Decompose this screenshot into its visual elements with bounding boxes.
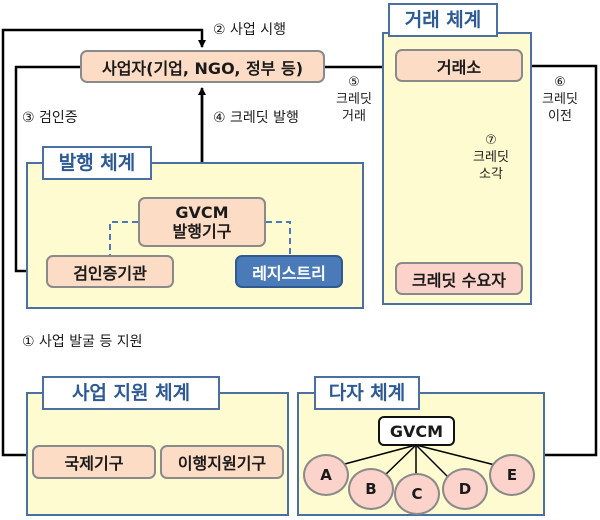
arrow-support-to-operator [1,28,206,457]
trading-system-title: 거래 체계 [388,3,498,37]
step-5-line1: 크레딧 [336,92,372,107]
verifier-node: 검인증기관 [46,255,174,288]
issuance-system-title: 발행 체계 [42,146,152,180]
gvcm-issuer-line1: GVCM [175,203,229,222]
step-7-line1: 크레딧 [473,150,509,165]
exchange-node: 거래소 [395,49,523,82]
step-1-label: ① 사업 발굴 등 지원 [22,334,143,350]
gvcm-center-node: GVCM [378,416,455,446]
intl-org-node: 국제기구 [32,445,156,479]
step-6-number: ⑥ [554,75,566,90]
arrow-multi-to-exchange [523,62,598,457]
support-system-title: 사업 지원 체계 [42,376,220,410]
step-5-line2: 거래 [342,109,366,124]
member-c: C [394,473,440,515]
gvcm-issuer-line2: 발행기구 [172,222,232,241]
impl-agency-node: 이행지원기구 [160,445,284,479]
step-5-number: ⑤ [348,75,360,90]
registry-node: 레지스트리 [235,255,343,288]
step-6-label: ⑥ 크레딧 이전 [536,74,584,125]
step-6-line2: 이전 [548,109,572,124]
step-6-line1: 크레딧 [542,92,578,107]
step-3-label: ③ 검인증 [22,110,78,126]
member-a: A [303,454,349,496]
credit-buyer-node: 크레딧 수요자 [395,262,523,295]
step-7-label: ⑦ 크레딧 소각 [466,132,516,183]
step-7-line2: 소각 [479,167,503,182]
member-b: B [348,468,394,510]
operator-node: 사업자(기업, NGO, 정부 등) [80,50,325,83]
step-5-label: ⑤ 크레딧 거래 [330,74,378,125]
step-7-number: ⑦ [485,133,497,148]
gvcm-issuer-node: GVCM 발행기구 [138,197,266,247]
member-d: D [442,468,488,510]
member-e: E [489,454,535,496]
multilateral-system-title: 다자 체계 [314,376,420,410]
step-4-label: ④ 크레딧 발행 [213,110,299,126]
step-2-label: ② 사업 시행 [213,22,286,38]
multilateral-system-panel [297,392,545,516]
